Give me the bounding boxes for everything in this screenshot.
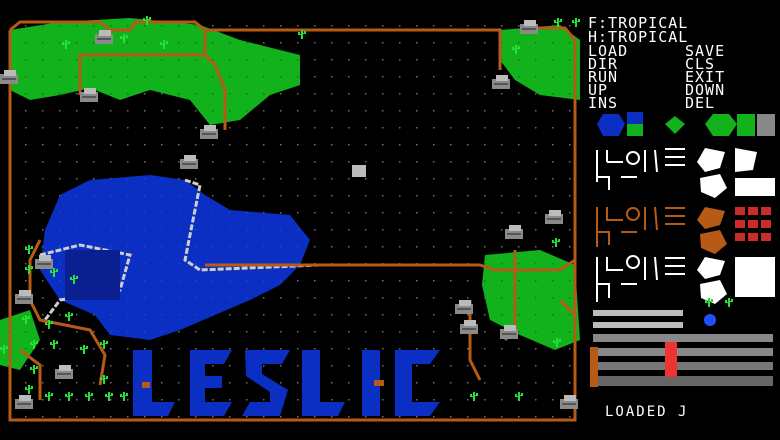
cls-button[interactable]: CLS bbox=[685, 55, 716, 73]
tile-palette[interactable] bbox=[585, 112, 780, 402]
menu-row-1: LOAD SAVE bbox=[588, 42, 778, 60]
down-button[interactable]: DOWN bbox=[685, 81, 726, 99]
exit-button[interactable]: EXIT bbox=[685, 68, 726, 86]
letter-s bbox=[242, 350, 290, 416]
menu-row-2: DIR CLS bbox=[588, 55, 778, 73]
lake bbox=[39, 175, 321, 340]
rocks bbox=[0, 20, 578, 409]
menu-row-4: UP DOWN bbox=[588, 81, 778, 99]
load-button[interactable]: LOAD bbox=[588, 42, 629, 60]
menu-row-3: RUN EXIT bbox=[588, 68, 778, 86]
run-button[interactable]: RUN bbox=[588, 68, 619, 86]
dir-button[interactable]: DIR bbox=[588, 55, 619, 73]
letter-l2 bbox=[302, 350, 345, 416]
map-cursor bbox=[352, 165, 366, 177]
letter-e2 bbox=[395, 350, 440, 416]
letter-l bbox=[133, 350, 175, 416]
highlight-terrain-label: H:TROPICAL bbox=[588, 28, 689, 46]
del-button[interactable]: DEL bbox=[685, 94, 716, 112]
editor-panel: F:TROPICAL H:TROPICAL LOAD SAVE DIR CLS … bbox=[585, 0, 780, 440]
letter-e bbox=[190, 350, 232, 416]
map-title-letters bbox=[133, 350, 440, 416]
letter-i bbox=[362, 350, 380, 416]
save-button[interactable]: SAVE bbox=[685, 42, 726, 60]
menu-row-5: INS DEL bbox=[588, 94, 778, 112]
up-button[interactable]: UP bbox=[588, 81, 609, 99]
status-text: LOADED J bbox=[605, 404, 689, 420]
foreground-terrain-label: F:TROPICAL bbox=[588, 14, 689, 32]
game-map[interactable] bbox=[0, 0, 585, 440]
ins-button[interactable]: INS bbox=[588, 94, 619, 112]
